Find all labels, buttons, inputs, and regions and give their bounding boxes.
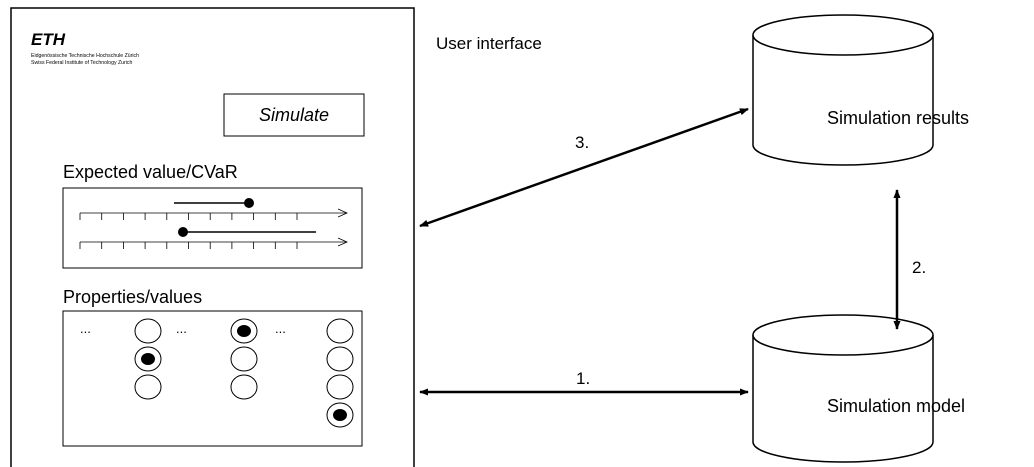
radio-button[interactable]: [326, 346, 354, 372]
cvar-sliders: [79, 198, 348, 249]
radio-button[interactable]: [326, 374, 354, 400]
radio-group-2[interactable]: [230, 318, 258, 400]
arrow-step-3: [419, 107, 749, 228]
radio-selected-dot: [237, 325, 251, 337]
radio-selected-dot: [333, 409, 347, 421]
expected-value-box: [62, 187, 363, 269]
slider-handle[interactable]: [244, 198, 254, 208]
user-interface-label: User interface: [436, 34, 542, 53]
eth-logo: ETH Eidgenössische Technische Hochschule…: [31, 30, 139, 66]
eth-logo-wordmark: ETH: [31, 30, 66, 49]
simulate-button-frame[interactable]: [223, 93, 365, 137]
radio-button[interactable]: [326, 318, 354, 344]
properties-ellipsis-2: ...: [176, 321, 187, 336]
properties-box: [62, 310, 363, 447]
simulation-model-db: Simulation model: [752, 314, 965, 463]
step-1-label: 1.: [576, 369, 590, 388]
simulation-results-db: Simulation results: [752, 14, 969, 166]
slider-handle[interactable]: [178, 227, 188, 237]
radio-group-1[interactable]: [134, 318, 162, 400]
step-2-label: 2.: [912, 258, 926, 277]
simulate-button[interactable]: Simulate: [223, 93, 365, 137]
radio-button[interactable]: [134, 318, 162, 344]
radio-button[interactable]: [134, 374, 162, 400]
radio-group-3[interactable]: [326, 318, 354, 428]
radio-groups[interactable]: [134, 318, 354, 428]
slider-axis-arrowhead: [337, 208, 348, 218]
radio-button[interactable]: [230, 374, 258, 400]
radio-selected-dot: [141, 353, 155, 365]
properties-label: Properties/values: [63, 287, 202, 307]
simulation-model-label: Simulation model: [827, 396, 965, 416]
step-3-label: 3.: [575, 133, 589, 152]
slider-row-2[interactable]: [79, 227, 348, 249]
eth-logo-line1: Eidgenössische Technische Hochschule Zür…: [31, 53, 139, 59]
simulate-button-label[interactable]: Simulate: [259, 105, 329, 125]
slider-axis-arrowhead: [337, 237, 348, 247]
properties-ellipsis-3: ...: [275, 321, 286, 336]
simulation-results-label: Simulation results: [827, 108, 969, 128]
radio-button[interactable]: [230, 346, 258, 372]
expected-value-label: Expected value/CVaR: [63, 162, 238, 182]
properties-ellipsis-1: ...: [80, 321, 91, 336]
eth-logo-line2: Swiss Federal Institute of Technology Zu…: [31, 60, 133, 66]
slider-row-1[interactable]: [79, 198, 348, 220]
